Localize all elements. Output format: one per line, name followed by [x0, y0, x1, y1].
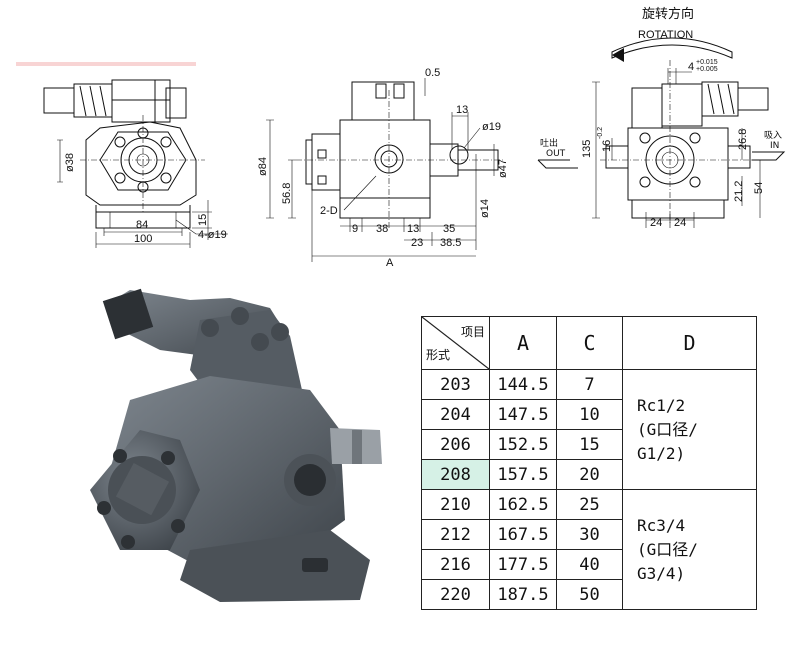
cell-a: 152.5: [489, 429, 557, 460]
cell-model: 220: [421, 579, 490, 610]
header-c: C: [556, 316, 623, 370]
rear-dim-base-left: 24: [650, 217, 662, 229]
out-label-cn: 吐出: [540, 137, 558, 149]
pump-photo: [90, 288, 382, 602]
header-d: D: [622, 316, 757, 370]
rear-dim-key-tol: 4: [688, 61, 694, 73]
color-smudge: [16, 62, 196, 66]
d-line: Rc1/2: [637, 395, 686, 415]
cell-d-group-1: Rc1/2 (G口径/ G1/2): [622, 369, 757, 490]
d-line: G3/4): [637, 563, 686, 583]
d-line: (G口径/: [637, 419, 698, 439]
rear-dim-low1: 21.2: [733, 181, 745, 202]
rear-dim-low2: 54: [753, 182, 765, 194]
cell-a: 147.5: [489, 399, 557, 430]
side-dim-d1: 9: [352, 223, 358, 235]
cell-c: 25: [556, 489, 623, 520]
front-view: ø38 84 100 15 4-ø19: [43, 79, 228, 248]
cell-c: 50: [556, 579, 623, 610]
rear-view: 旋转方向 ROTATION 4 +0.015 +0.005 135 16 -0.…: [537, 6, 786, 229]
side-dim-d4: 35: [443, 223, 455, 235]
cell-model-highlighted: 208: [421, 459, 490, 490]
rotation-label-cn: 旋转方向: [642, 6, 694, 22]
cell-c: 40: [556, 549, 623, 580]
corner-diagonal: [422, 317, 489, 369]
side-dim-center-height: 56.8: [281, 183, 293, 204]
spec-table: 项目 形式 A C D 203 144.5 7 Rc1/2 (G口径/ G1/2…: [421, 316, 757, 610]
front-dim-shaft-dia: ø38: [64, 153, 76, 172]
side-dim-d5: 23: [411, 237, 423, 249]
side-dim-port-offset: 13: [456, 104, 468, 116]
side-dim-shaft-dia: ø47: [497, 159, 509, 178]
table-row: 212 167.5 30: [421, 519, 757, 550]
cell-model: 206: [421, 429, 490, 460]
table-header-row: 项目 形式 A C D: [421, 316, 757, 370]
side-dim-top-offset: 0.5: [425, 67, 440, 79]
front-dim-base-width: 100: [134, 233, 152, 245]
side-dim-height-total: ø84: [257, 157, 269, 176]
rear-dim-key-tol-up: +0.015: [696, 59, 718, 66]
cell-model: 203: [421, 369, 490, 400]
cell-model: 212: [421, 519, 490, 550]
corner-label-model: 形式: [426, 348, 451, 362]
cell-c: 20: [556, 459, 623, 490]
table-row: 203 144.5 7 Rc1/2 (G口径/ G1/2): [421, 369, 757, 490]
rotation-label-en: ROTATION: [638, 29, 693, 41]
cell-model: 216: [421, 549, 490, 580]
rear-dim-key-sub: -0.2: [597, 127, 604, 139]
in-label-cn: 吸入: [764, 130, 782, 141]
cell-a: 187.5: [489, 579, 557, 610]
rear-dim-key: 16: [601, 140, 613, 152]
table-row: 210 162.5 25 Rc3/4 (G口径/ G3/4): [421, 489, 757, 610]
in-label-en: IN: [770, 141, 779, 151]
corner-label-item: 项目: [460, 325, 485, 339]
cell-model: 210: [421, 489, 490, 520]
table-row: 204 147.5 10: [421, 399, 757, 430]
cell-c: 7: [556, 369, 623, 400]
side-dim-port-dia: ø19: [482, 121, 501, 133]
d-line: G1/2): [637, 443, 686, 463]
cell-a: 144.5: [489, 369, 557, 400]
cell-c: 15: [556, 429, 623, 460]
cell-a: 177.5: [489, 549, 557, 580]
side-dim-d6: 38.5: [440, 237, 461, 249]
front-dim-hole-pitch: 84: [136, 219, 148, 231]
side-dim-shaft-key: ø14: [479, 199, 491, 218]
cell-c: 10: [556, 399, 623, 430]
table-corner-cell: 项目 形式: [421, 316, 490, 370]
table-row: 220 187.5 50: [421, 579, 757, 610]
front-dim-holes: 4-ø19: [198, 229, 227, 241]
cell-a: 162.5: [489, 489, 557, 520]
side-dim-overall: A: [386, 257, 394, 269]
cell-c: 30: [556, 519, 623, 550]
rear-dim-height-total: 135: [581, 140, 593, 158]
cell-a: 167.5: [489, 519, 557, 550]
d-line: (G口径/: [637, 539, 698, 559]
rear-dim-base-right: 24: [674, 217, 686, 229]
out-label-en: OUT: [546, 149, 566, 159]
side-dim-d2: 38: [376, 223, 388, 235]
cell-a: 157.5: [489, 459, 557, 490]
header-a: A: [489, 316, 557, 370]
side-dim-port-label: 2-D: [320, 205, 338, 217]
side-view: 0.5 13 ø19 ø84 56.8 2-D ø47 ø14 9 38 13 …: [257, 67, 509, 269]
front-dim-base-height: 15: [197, 214, 209, 226]
rear-dim-right-offset: 26.8: [737, 129, 749, 150]
rear-dim-key-tol-low: +0.005: [696, 66, 718, 73]
cell-d-group-2: Rc3/4 (G口径/ G3/4): [622, 489, 757, 610]
side-dim-d3: 13: [407, 223, 419, 235]
d-line: Rc3/4: [637, 515, 686, 535]
cell-model: 204: [421, 399, 490, 430]
technical-drawing: ø38 84 100 15 4-ø19 0.5 13 ø19 ø84 56.8: [16, 6, 786, 269]
